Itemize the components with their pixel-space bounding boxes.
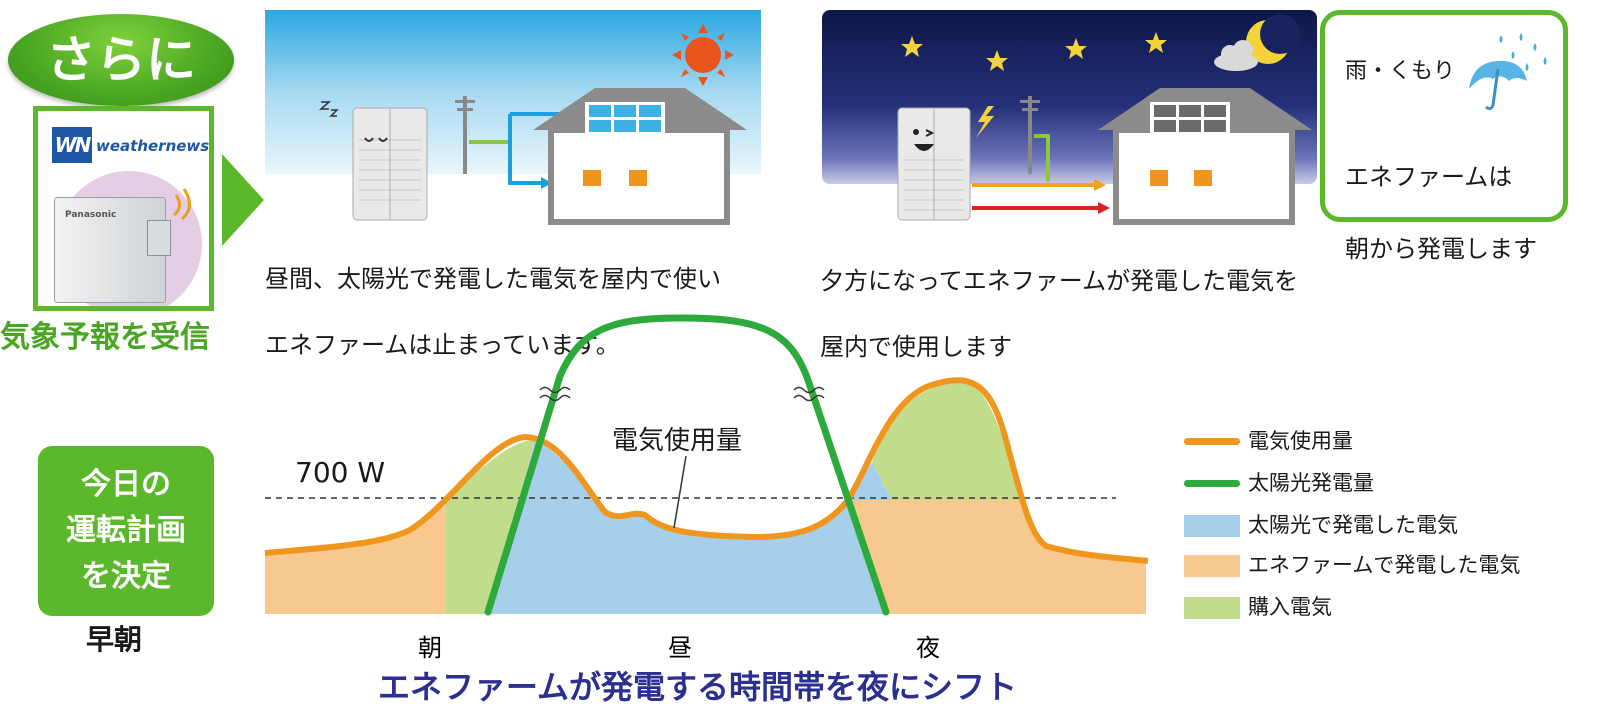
grid-power-line [1034, 134, 1050, 182]
area-purchased-morning [446, 440, 535, 614]
enefarm-unit-sleeping-icon [319, 101, 428, 221]
area-enefarm-morning [265, 498, 446, 614]
weathernews-logo-text: weathernews [96, 137, 210, 155]
house-with-solar-panel-icon [1098, 88, 1312, 225]
rain-note-line-1: エネファームは [1345, 163, 1513, 191]
utility-pole-icon [455, 96, 475, 174]
rain-note-title: 雨・くもり [1345, 59, 1456, 84]
daytime-caption: 昼間、太陽光で発電した電気を屋内で使い エネファームは止まっています。 [265, 230, 721, 395]
area-purchased-evening [872, 381, 1020, 500]
sun-icon [672, 24, 734, 86]
axis-break-mark-right [793, 386, 825, 402]
evening-caption-line-2: 屋内で使用します [820, 333, 1012, 361]
legend-label-purchased: 購入電気 [1248, 595, 1332, 619]
legend-label-solar-electricity: 太陽光で発電した電気 [1248, 513, 1458, 537]
evening-caption: 夕方になってエネファームが発電した電気を 屋内で使用します [820, 232, 1298, 397]
evening-caption-line-1: 夕方になってエネファームが発電した電気を [820, 267, 1299, 295]
area-solar-evening [848, 462, 892, 500]
x-label-morning: 朝 [418, 634, 442, 662]
legend-label-enefarm-electricity: エネファームで発電した電気 [1248, 553, 1521, 577]
x-label-night: 夜 [916, 634, 940, 662]
daytime-caption-line-1: 昼間、太陽光で発電した電気を屋内で使い [265, 265, 721, 293]
legend-label-solar-generation: 太陽光発電量 [1248, 471, 1374, 495]
lightning-icon [976, 106, 994, 138]
rain-note-line-2: 朝から発電します [1345, 235, 1537, 263]
area-solar-daytime [488, 440, 888, 614]
threshold-label: 700 W [295, 456, 386, 489]
arrow-right-icon [222, 154, 264, 246]
weathernews-logo-mark: WN [52, 127, 92, 163]
legend-item-purchased: 購入電気 [1184, 592, 1584, 622]
weathernews-frame: WN weathernews Panasonic [33, 106, 214, 311]
heat-flow-arrowhead [1098, 202, 1110, 214]
axis-break-mark-left [539, 386, 571, 402]
power-usage-chart: 朝 昼 夜 [264, 314, 1149, 662]
evening-illustration [897, 14, 1312, 225]
daily-plan-box: 今日の 運転計画 を決定 [38, 446, 214, 616]
area-enefarm-evening [848, 500, 1146, 614]
signal-waves-icon [172, 188, 191, 221]
legend-item-solar-electricity: 太陽光で発電した電気 [1184, 510, 1584, 540]
legend-label-usage: 電気使用量 [1248, 429, 1353, 453]
umbrella-rain-icon [1469, 33, 1547, 111]
legend-swatch-solar-electricity [1184, 515, 1240, 537]
daytime-caption-line-2: エネファームは止まっています。 [265, 331, 620, 359]
enefarm-flow-arrowhead [1094, 179, 1106, 191]
series-electricity-usage [264, 377, 1149, 564]
legend-swatch-solar-generation [1184, 480, 1240, 487]
solar-flow-arrowhead [541, 177, 552, 189]
shift-caption: エネファームが発電する時間帯を夜にシフト [378, 668, 1018, 706]
series-solar-generation [484, 314, 890, 616]
usage-label-leader [673, 455, 687, 529]
solar-flow-arrow [508, 114, 541, 185]
receive-forecast-caption: 気象予報を受信 [0, 320, 210, 355]
house-with-solar-panel-icon [533, 88, 747, 225]
unit-brand-label: Panasonic [65, 210, 117, 220]
legend-swatch-enefarm-electricity [1184, 555, 1240, 577]
plan-line-3: を決定 [81, 559, 171, 594]
early-morning-label: 早朝 [86, 623, 143, 656]
x-label-noon: 昼 [668, 634, 692, 662]
moon-and-cloud-icon [1214, 14, 1300, 71]
plan-line-2: 運転計画 [66, 513, 186, 548]
daytime-illustration [319, 24, 747, 225]
legend-swatch-purchased [1184, 597, 1240, 619]
sarani-badge: さらに [8, 14, 234, 106]
enefarm-unit-image: Panasonic [54, 197, 171, 303]
rainy-day-note: 雨・くもり エネファームは 朝から発電します [1320, 10, 1568, 263]
utility-pole-icon [1020, 96, 1040, 174]
legend-swatch-usage [1184, 438, 1240, 445]
rain-note-body: エネファームは 朝から発電します [1345, 123, 1537, 303]
legend-item-usage: 電気使用量 [1184, 426, 1584, 456]
unit-panel [147, 220, 171, 256]
plan-line-1: 今日の [81, 467, 171, 502]
legend-item-solar-generation: 太陽光発電量 [1184, 468, 1584, 498]
stars-icon [901, 32, 1167, 71]
legend-item-enefarm-electricity: エネファームで発電した電気 [1184, 550, 1584, 580]
usage-annotation: 電気使用量 [612, 426, 743, 456]
enefarm-unit-happy-icon [897, 107, 971, 221]
